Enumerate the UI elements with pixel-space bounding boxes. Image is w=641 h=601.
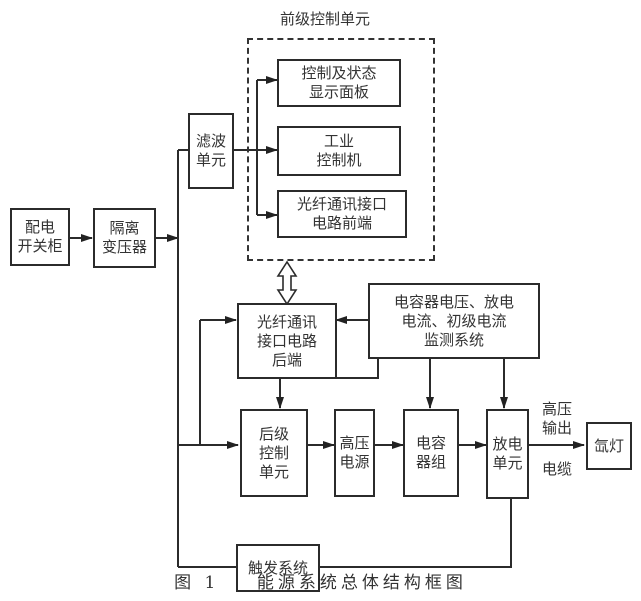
node-xenon-lamp: 氙灯 [586,422,632,470]
figure-number: 图 1 [174,573,220,593]
bidirectional-arrow [276,260,298,306]
node-label: 光纤通讯接口 电路前端 [296,195,387,232]
node-capacitor-bank: 电容 器组 [403,409,459,497]
edge-label-cable: 电缆 [541,460,572,478]
node-label: 触发系统 [247,558,308,577]
node-label: 氙灯 [593,436,624,455]
node-label: 控制及状态 显示面板 [301,64,377,101]
node-label: 放电 单元 [492,435,523,472]
front-control-group [247,38,435,261]
node-label: 高压 电源 [339,434,370,471]
node-label: 光纤通讯 接口电路 后端 [256,312,317,369]
edge-label-hv-output: 高压 输出 [541,400,572,437]
node-fiber-back: 光纤通讯 接口电路 后端 [237,303,337,379]
node-control-panel: 控制及状态 显示面板 [277,59,401,107]
node-switchgear: 配电 开关柜 [10,208,70,266]
node-discharge-unit: 放电 单元 [486,409,529,499]
node-label: 滤波 单元 [195,132,226,169]
node-trigger-system: 触发系统 [236,544,320,592]
edge-trigger-discharge [318,484,512,568]
node-fiber-front: 光纤通讯接口 电路前端 [277,190,407,238]
node-label: 工业 控制机 [316,132,362,169]
node-hv-supply: 高压 电源 [334,409,375,497]
node-label: 配电 开关柜 [17,218,63,255]
node-rear-control: 后级 控制 单元 [240,409,308,497]
node-monitor-system: 电容器电压、放电 电流、初级电流 监测系统 [368,283,540,359]
node-label: 电容 器组 [415,434,446,471]
node-label: 电容器电压、放电 电流、初级电流 监测系统 [393,292,514,349]
figure-title: 能源系统总体结构框图 [256,573,467,593]
node-label: 隔离 变压器 [101,219,147,256]
group-title-front-control: 前级控制单元 [279,10,370,28]
node-label: 后级 控制 单元 [258,424,289,481]
node-isolation-transformer: 隔离 变压器 [93,208,156,268]
figure-caption: 图 1 能源系统总体结构框图 [0,568,641,593]
node-industrial-pc: 工业 控制机 [277,126,401,176]
node-filter-unit: 滤波 单元 [188,113,234,189]
